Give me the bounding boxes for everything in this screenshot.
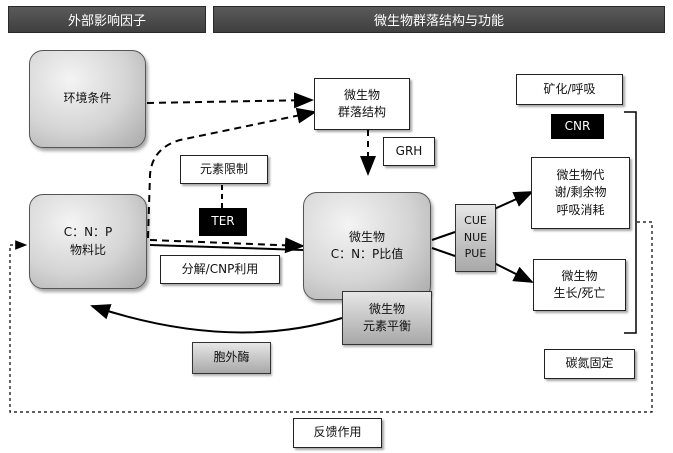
arrow-material-dashed-to-ratio [149,237,305,254]
line-ratio-to-efficiency-bottom [431,247,456,257]
arrow-material-to-community [147,107,317,239]
cue-nue-pue-node: CUE NUE PUE [455,204,496,272]
growth-death-node: 微生物 生长/死亡 [533,259,626,311]
header-community-structure-function: 微生物群落结构与功能 [213,6,665,33]
grh-node: GRH [383,137,435,166]
feedback-node: 反馈作用 [293,418,382,448]
element-balance-node: 微生物 元素平衡 [342,291,432,345]
cnp-material-ratio-node: C：N：P 物料比 [29,194,147,289]
metabolism-respiration-node: 微生物代 谢/剩余物 呼吸消耗 [531,157,630,229]
community-structure-node: 微生物 群落结构 [314,78,410,130]
line-ratio-to-efficiency-top [431,231,456,241]
cnr-label: CNR [551,114,604,139]
mineralization-node: 矿化/呼吸 [516,74,623,105]
arrow-efficiency-to-metabolism [491,191,534,211]
line-material-to-ratio [149,244,304,251]
extracellular-enzyme-node: 胞外酶 [192,342,271,374]
header-external-factors: 外部影响因子 [8,6,206,33]
decomposition-cnp-use-node: 分解/CNP利用 [160,255,280,284]
arrow-feedback-loop [9,221,653,413]
microbe-cnp-ratio-node: 微生物 C：N：P比值 [303,192,431,300]
arrow-balance-to-material [90,304,343,334]
bracket-right [624,111,637,334]
environment-conditions-node: 环境条件 [29,50,146,148]
arrow-efficiency-to-growth [491,261,534,283]
carbon-nitrogen-fixation-node: 碳氮固定 [544,349,635,379]
ter-label: TER [199,208,247,236]
element-limitation-node: 元素限制 [180,155,268,184]
arrow-environment-to-community [146,92,314,109]
